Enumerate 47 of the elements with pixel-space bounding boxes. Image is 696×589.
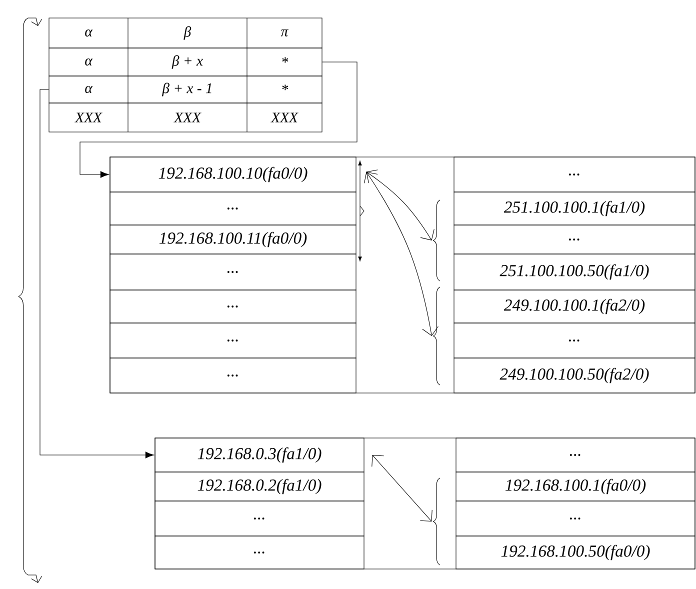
table-cell: ...: [154, 500, 364, 536]
table-cell: 251.100.100.50(fa1/0): [454, 254, 696, 290]
arrow: [366, 170, 434, 240]
table-cell: ...: [110, 322, 356, 358]
cell-text: π: [280, 30, 288, 36]
table-cell: ...: [456, 500, 696, 536]
table-cell: ...: [110, 358, 356, 394]
arrow: [80, 62, 358, 178]
table-cell: ...: [456, 438, 696, 472]
cell-text: α: [85, 86, 93, 94]
table-cell: 192.168.100.10(fa0/0): [110, 156, 356, 192]
arrow: [372, 455, 432, 522]
cell-text: β: [184, 26, 192, 40]
arrow: [40, 89, 154, 458]
bracket: [358, 160, 364, 262]
table-cell: 192.168.100.11(fa0/0): [110, 224, 356, 254]
table-cell: 192.168.0.3(fa1/0): [154, 438, 364, 472]
table-cell: ...: [110, 254, 356, 290]
table-row: [48, 102, 322, 132]
brace: [433, 200, 440, 282]
table-cell: ...: [154, 536, 364, 570]
cell-text: XXX: [270, 112, 298, 122]
table-cell: 249.100.100.50(fa2/0): [454, 358, 696, 394]
cell-text: XXX: [174, 112, 202, 122]
table-cell: 249.100.100.1(fa2/0): [454, 290, 696, 324]
table-cell: ...: [454, 224, 696, 254]
cell-text: α: [85, 58, 93, 66]
table-row: [48, 48, 322, 76]
table-cell: 192.168.100.50(fa0/0): [456, 536, 696, 570]
cell-text: β + x - 1: [162, 82, 212, 96]
brace: [433, 286, 440, 386]
table-cell: 192.168.100.1(fa0/0): [456, 472, 696, 502]
table-row: [48, 18, 322, 48]
table-cell: ...: [110, 192, 356, 226]
cell-text: XXX: [74, 112, 102, 122]
table-cell: 192.168.0.2(fa1/0): [154, 472, 364, 502]
table-cell: 251.100.100.1(fa1/0): [454, 192, 696, 226]
cell-text: β + x: [172, 55, 203, 69]
cell-text: α: [85, 29, 93, 37]
table-cell: ...: [454, 156, 696, 192]
table-cell: ...: [454, 322, 696, 358]
cell-text: *: [282, 84, 288, 90]
table-row: [48, 76, 322, 104]
arrow: [364, 172, 438, 336]
cell-text: *: [282, 57, 288, 63]
brace: [433, 478, 440, 566]
table-cell: ...: [110, 290, 356, 324]
